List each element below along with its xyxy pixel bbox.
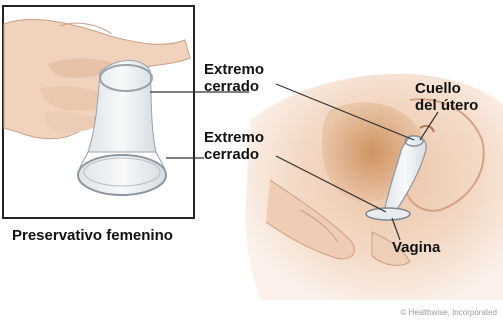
- label-cervix-line1: Cuello: [415, 80, 478, 97]
- label-closed-end-bottom: Extremo cerrado: [204, 129, 264, 163]
- label-closed-end-top-line1: Extremo: [204, 61, 264, 78]
- label-closed-end-top-line2: cerrado: [204, 78, 264, 95]
- label-cervix-line2: del útero: [415, 97, 478, 114]
- label-vagina: Vagina: [392, 239, 440, 256]
- label-closed-end-bottom-line2: cerrado: [204, 146, 264, 163]
- label-closed-end-bottom-line1: Extremo: [204, 129, 264, 146]
- caption-female-condom: Preservativo femenino: [12, 227, 173, 244]
- copyright-credit: © Healthwise, Incorporated: [400, 308, 497, 317]
- label-cervix: Cuello del útero: [415, 80, 478, 114]
- label-closed-end-top: Extremo cerrado: [204, 61, 264, 95]
